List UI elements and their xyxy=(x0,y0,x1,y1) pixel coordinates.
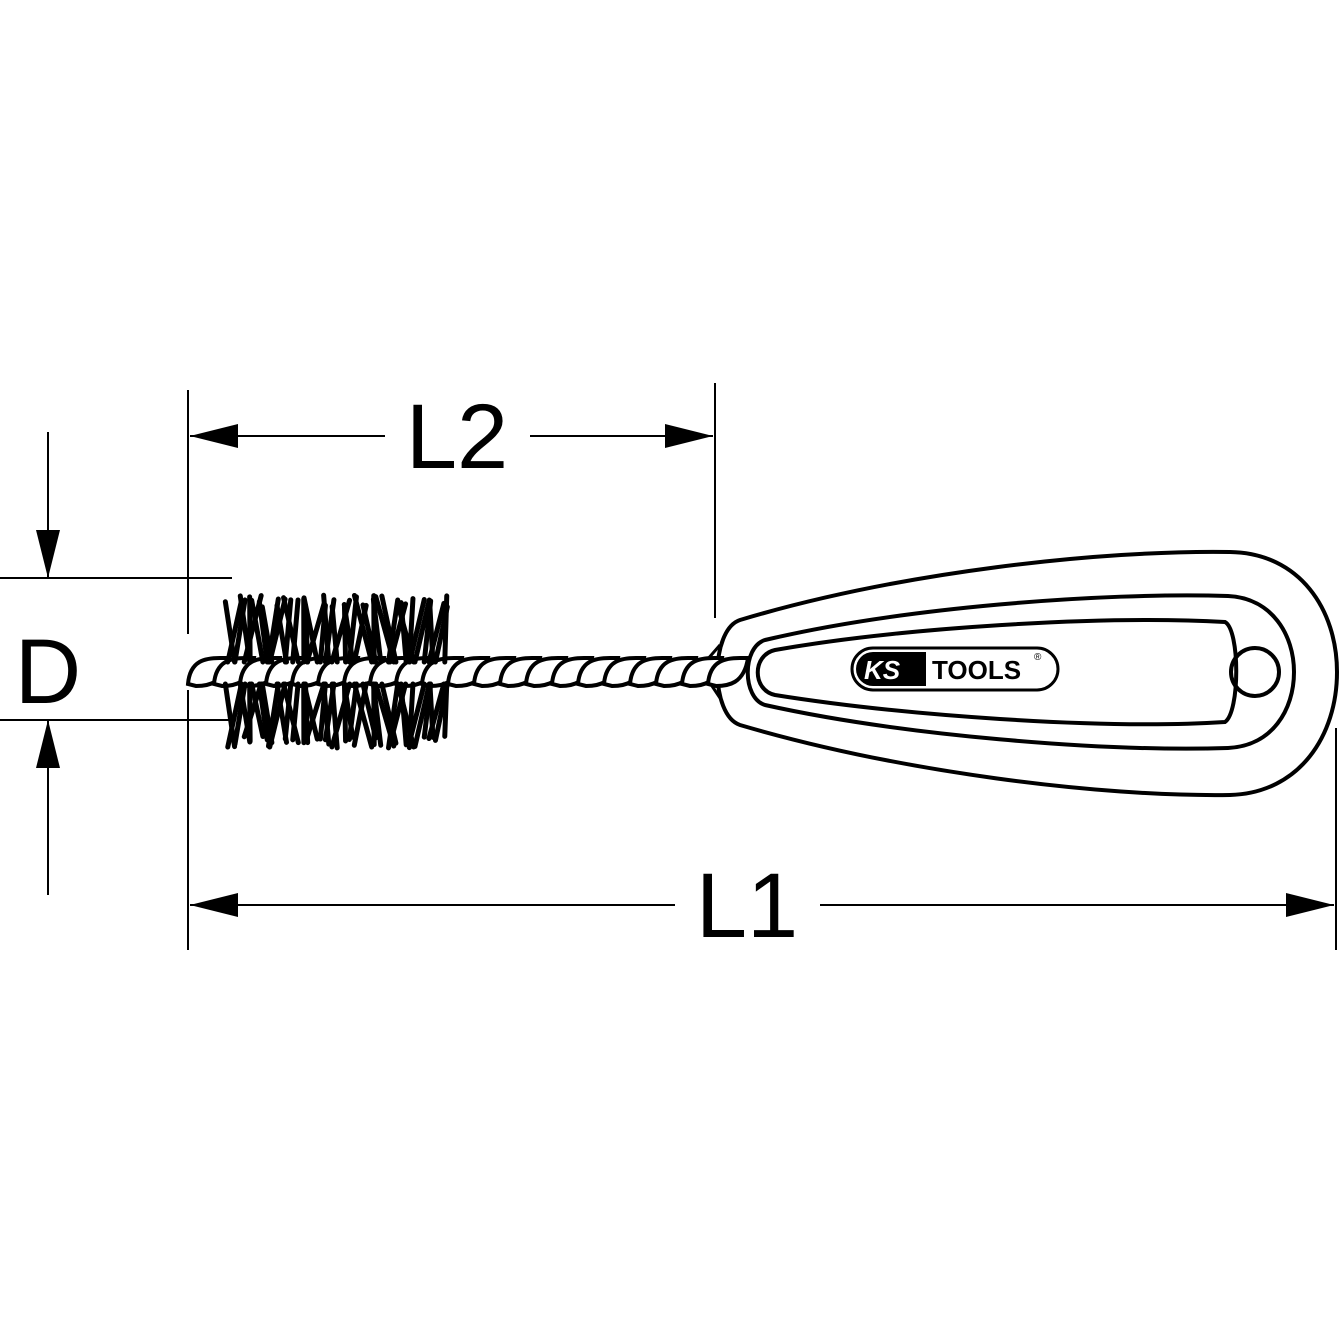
label-d: D xyxy=(15,621,81,723)
bristle xyxy=(426,681,447,742)
bristle xyxy=(222,599,238,665)
bristles xyxy=(222,592,450,751)
bristle xyxy=(225,681,244,750)
handle-inner xyxy=(745,593,1297,751)
extension-lines xyxy=(187,383,1337,950)
handle-slot xyxy=(755,618,1239,727)
bristle xyxy=(442,593,450,665)
svg-text:®: ® xyxy=(1034,652,1042,663)
ks-tools-logo: KS TOOLS ® xyxy=(850,646,1060,692)
bristle xyxy=(351,592,375,665)
bristle xyxy=(412,597,432,665)
bristle xyxy=(304,681,327,741)
dimension-d xyxy=(0,432,232,895)
bristle xyxy=(290,681,301,743)
bristle xyxy=(301,595,320,665)
svg-text:KS: KS xyxy=(864,655,901,685)
bristle xyxy=(304,601,327,665)
bristle xyxy=(351,681,375,750)
bristle xyxy=(370,596,384,665)
bristle xyxy=(407,597,427,665)
bristle xyxy=(282,597,294,665)
shaft-twist xyxy=(705,656,751,689)
svg-text:TOOLS: TOOLS xyxy=(932,655,1021,685)
label-l2: L2 xyxy=(406,386,508,488)
bristle xyxy=(256,681,270,743)
bristle xyxy=(222,681,238,750)
bristle xyxy=(385,597,401,665)
bristle xyxy=(225,598,244,665)
bristle xyxy=(267,681,288,750)
bristle xyxy=(442,681,450,739)
bristle xyxy=(301,681,320,742)
bristle xyxy=(426,600,447,665)
bristle xyxy=(267,596,288,665)
hang-hole xyxy=(1229,646,1281,698)
bristle xyxy=(249,681,266,740)
bristle xyxy=(370,681,384,748)
bristle xyxy=(249,597,266,665)
bristle xyxy=(407,681,427,745)
bristle xyxy=(290,597,301,665)
label-l1: L1 xyxy=(696,855,798,957)
